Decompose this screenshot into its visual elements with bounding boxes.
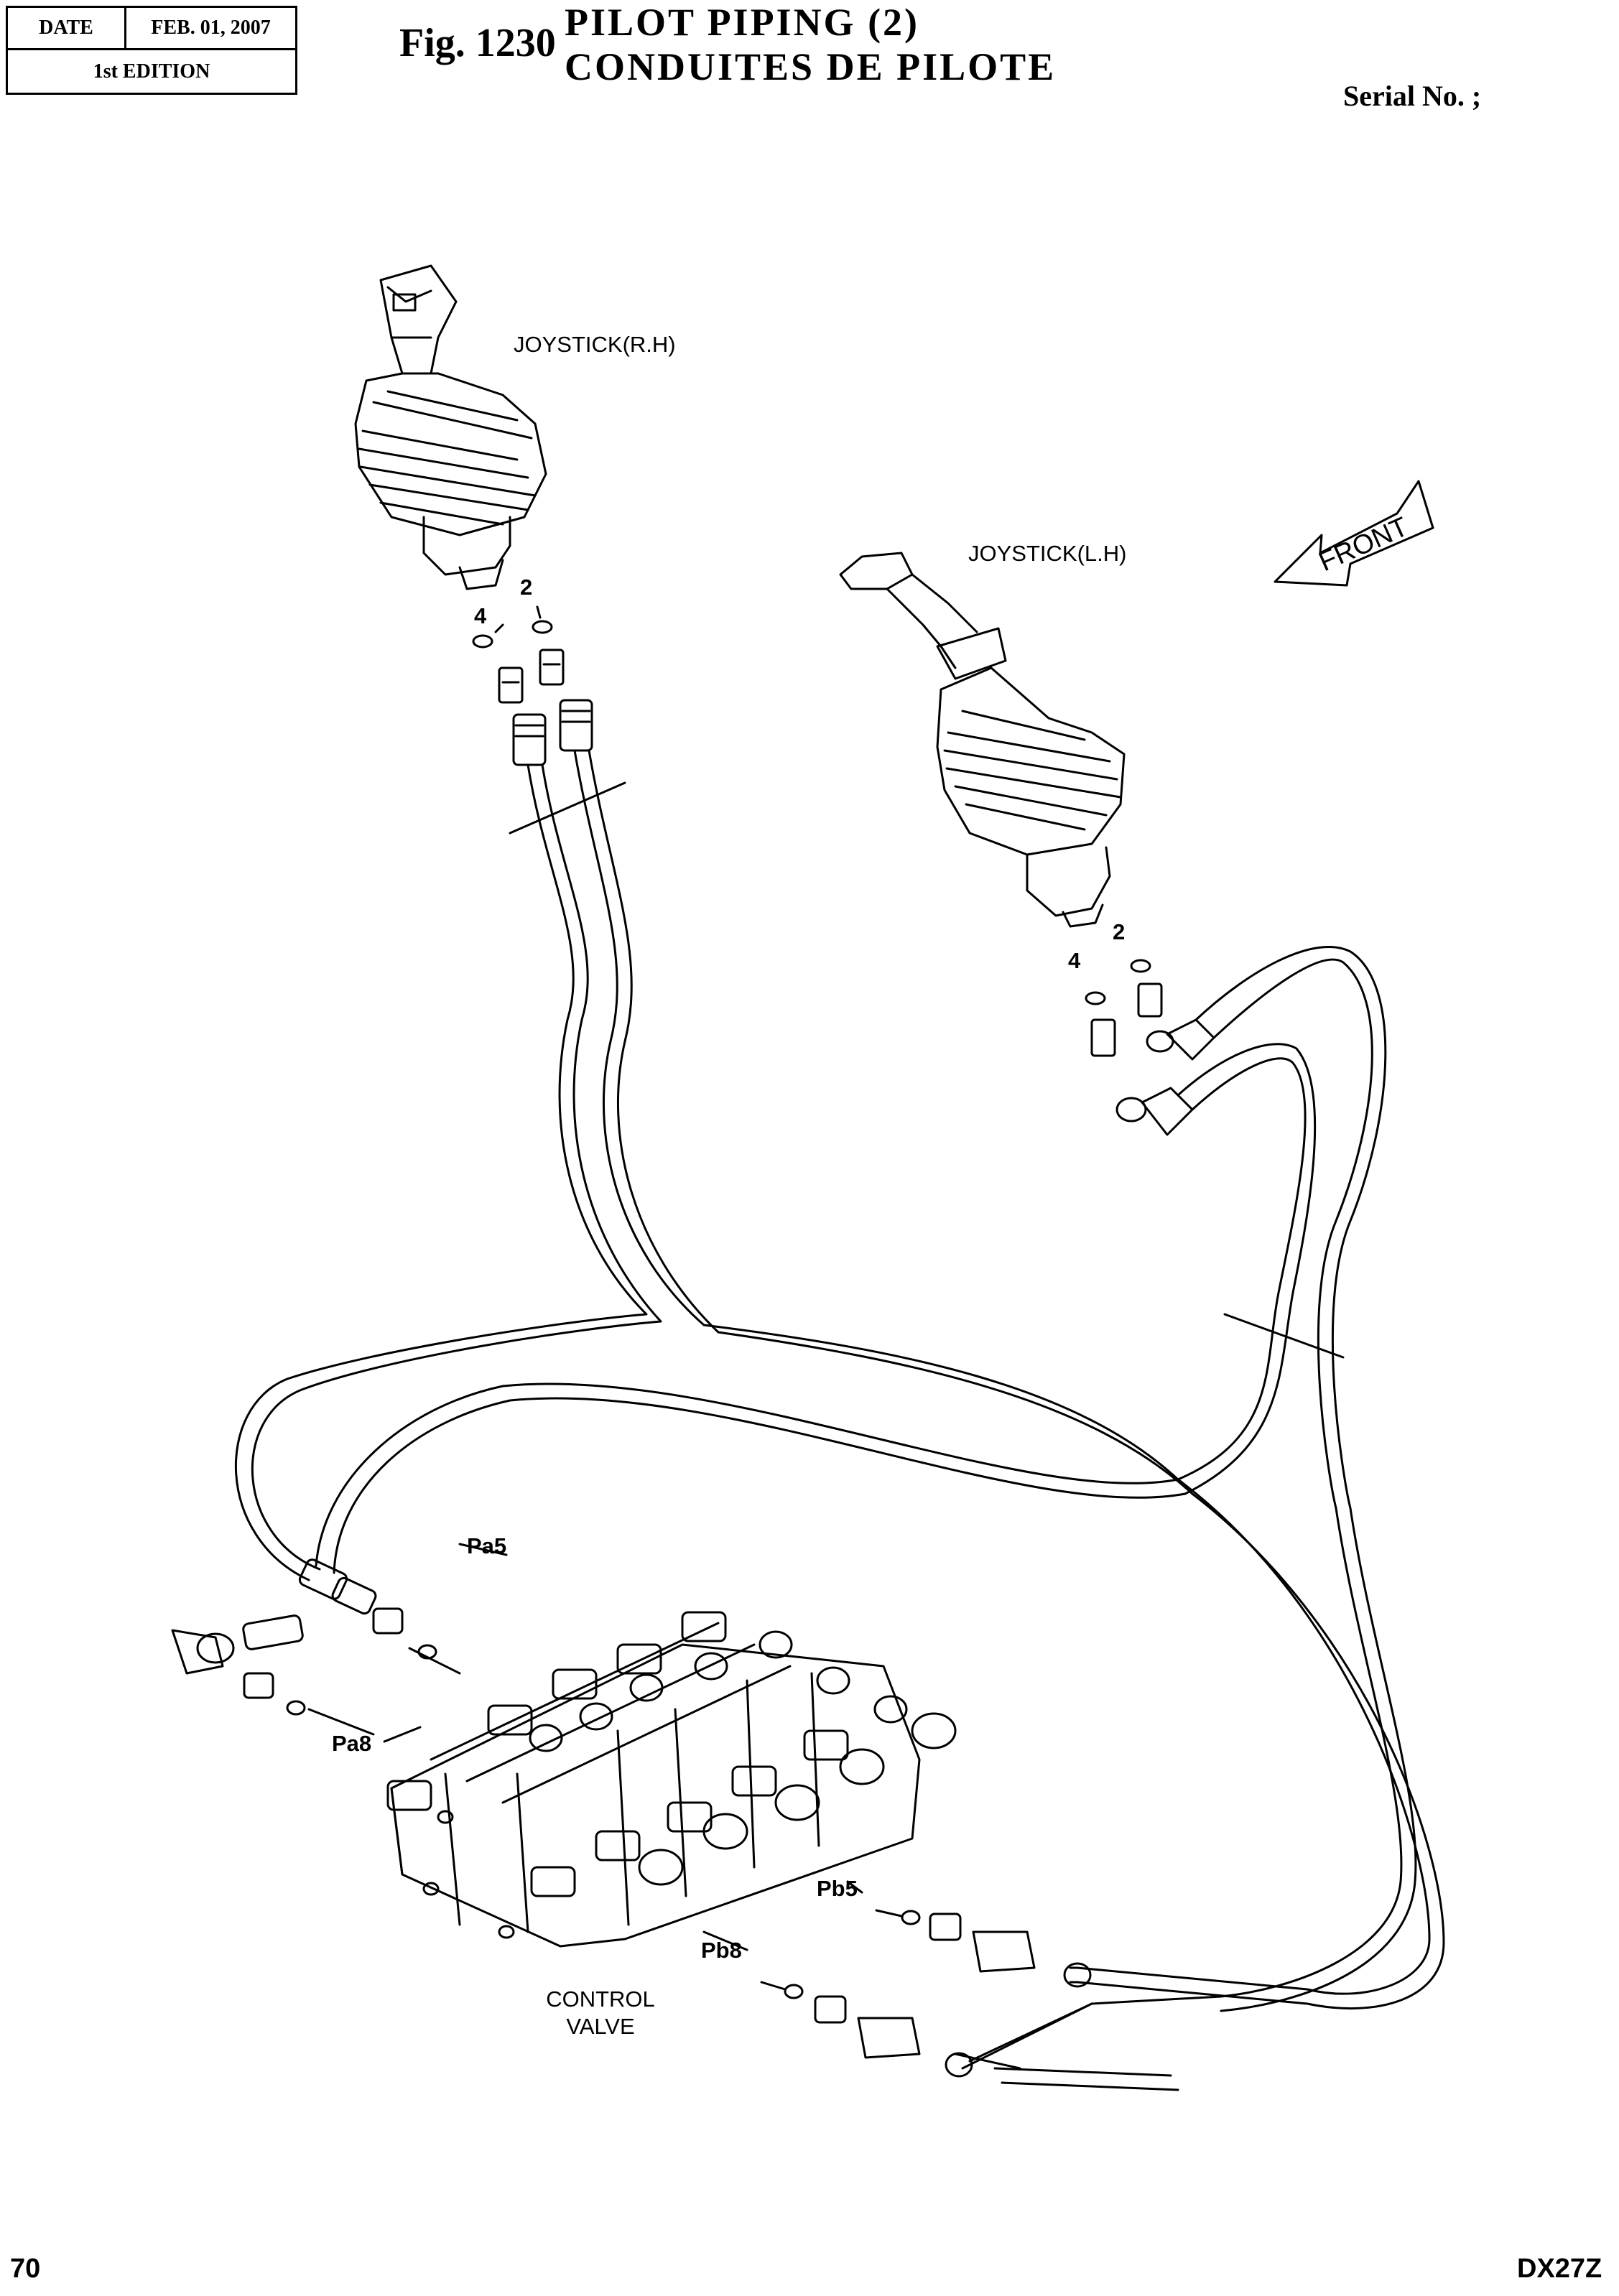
figure-number: Fig. 1230 (399, 21, 556, 65)
date-value: FEB. 01, 2007 (126, 8, 295, 50)
model-code: DX27Z (1517, 2254, 1602, 2284)
title-french: CONDUITES DE PILOTE (565, 45, 1057, 88)
port-pa5-label: Pa5 (467, 1533, 507, 1558)
date-box: DATE FEB. 01, 2007 1st EDITION (6, 6, 297, 95)
pb-fittings (760, 1909, 1092, 2078)
control-valve-illustration (386, 1611, 957, 1948)
front-arrow (1274, 480, 1434, 587)
joystick-lh-label: JOYSTICK(L.H) (968, 541, 1127, 566)
front-label: FRONT (1314, 512, 1413, 578)
title-english: PILOT PIPING (2) (565, 1, 920, 44)
control-valve-label: CONTROL VALVE (529, 1986, 672, 2040)
port-pb5-label: Pb5 (817, 1876, 858, 1901)
control-valve-line-1: CONTROL (546, 1986, 655, 2012)
lh-callout-4: 4 (1068, 948, 1081, 973)
rh-fittings (472, 620, 593, 766)
control-valve-line-2: VALVE (566, 2014, 635, 2039)
joystick-rh-label: JOYSTICK(R.H) (514, 332, 676, 357)
date-label: DATE (8, 8, 126, 50)
port-pa8-label: Pa8 (332, 1731, 372, 1756)
rh-callout-2: 2 (520, 575, 533, 600)
joystick-rh-illustration (354, 264, 547, 590)
lh-callout-2: 2 (1113, 919, 1126, 944)
edition: 1st EDITION (93, 60, 210, 83)
joystick-lh-illustration (839, 552, 1126, 928)
rh-callout-4: 4 (474, 603, 487, 628)
serial-number: Serial No. ; (1343, 80, 1482, 112)
hoses (234, 749, 1445, 2091)
page-number: 70 (10, 2254, 41, 2284)
lh-fittings (1085, 959, 1215, 1136)
rh-hose-ends (171, 1558, 461, 1736)
port-pb8-label: Pb8 (701, 1938, 742, 1963)
